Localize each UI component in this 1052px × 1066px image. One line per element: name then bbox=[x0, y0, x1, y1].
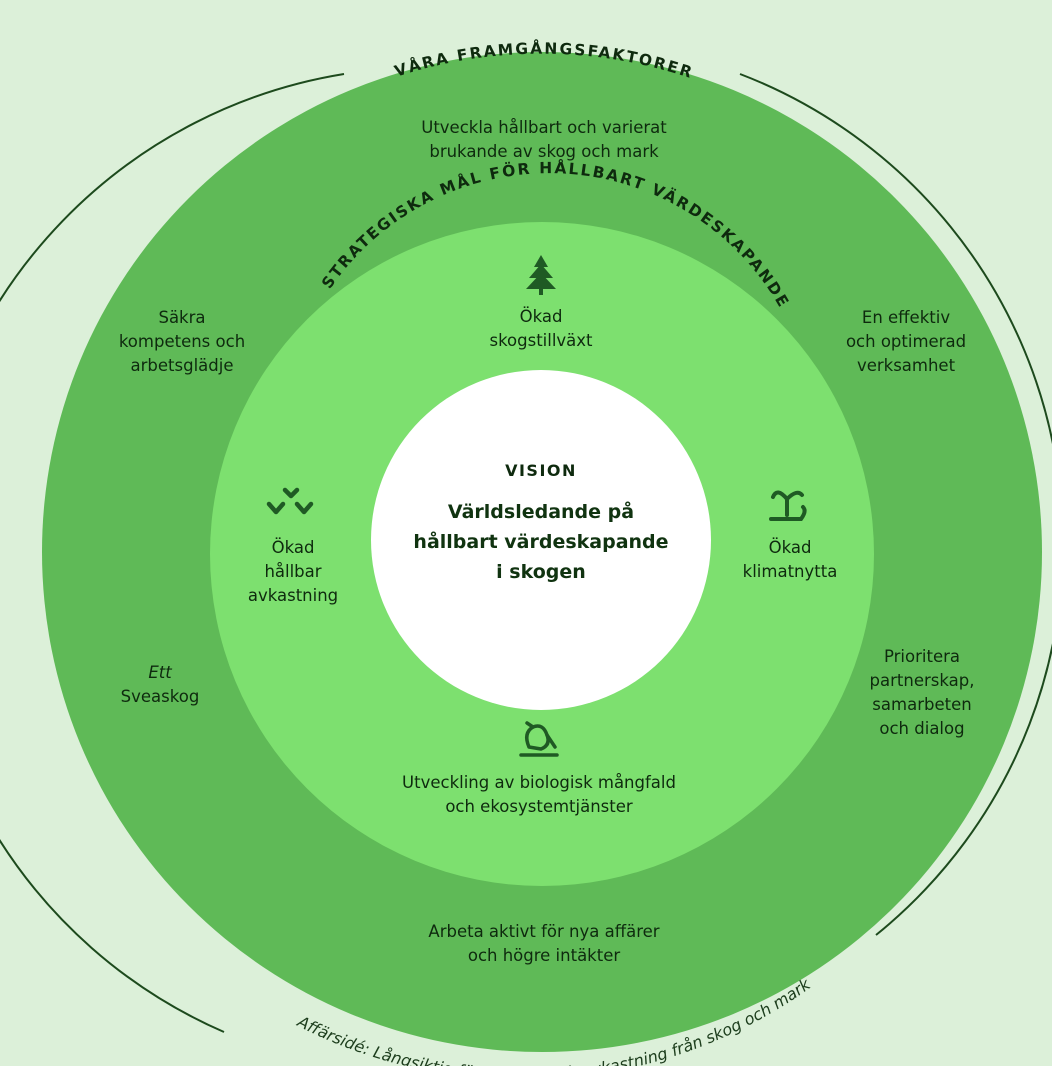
tree-icon bbox=[526, 255, 556, 295]
seedling-hand-icon bbox=[769, 490, 807, 521]
birds-icon bbox=[266, 487, 314, 515]
vision-heading: VISION bbox=[505, 461, 577, 480]
outer-boundary-left-arc bbox=[0, 73, 345, 1033]
center-circle bbox=[371, 370, 711, 710]
outer-boundary-right-arc bbox=[739, 73, 1052, 936]
bird-branch-icon bbox=[519, 721, 559, 757]
